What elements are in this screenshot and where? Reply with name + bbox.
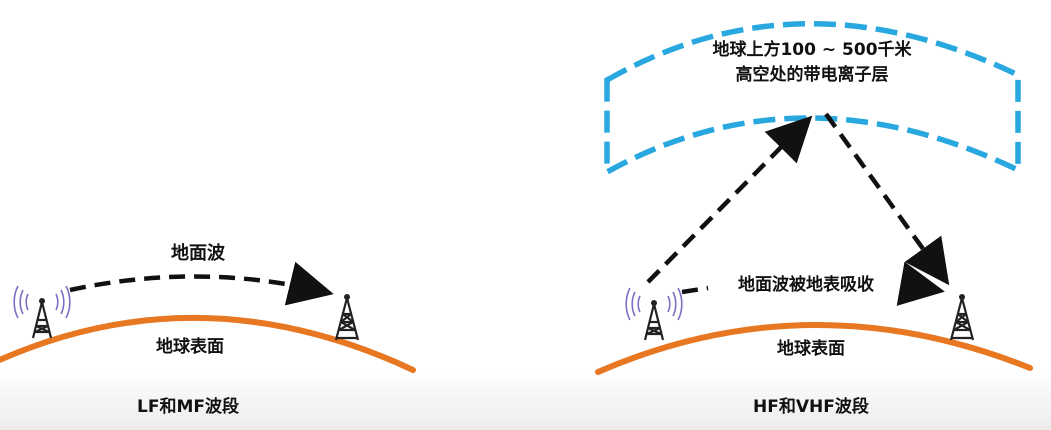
right-panel: 地球上方100 ~ 500千米 高空处的带电离子层 — [595, 21, 1033, 375]
right-transmitter-icon — [625, 287, 683, 341]
ground-wave-label: 地面波 — [171, 242, 226, 264]
right-receiver-icon — [949, 294, 975, 341]
ionosphere-label-line2: 高空处的带电离子层 — [736, 64, 889, 85]
absorbed-wave-label: 地面波被地表吸收 — [738, 274, 874, 295]
right-earth-surface — [595, 322, 1033, 375]
right-surface-label: 地球表面 — [777, 338, 845, 359]
left-transmitter-icon — [13, 285, 71, 339]
left-surface-label: 地球表面 — [156, 336, 224, 357]
ionosphere-band — [604, 21, 1021, 177]
ionosphere-label-line1: 地球上方100 ~ 500千米 — [712, 39, 912, 60]
sky-wave-down-arrow — [824, 112, 950, 286]
right-band-caption: HF和VHF波段 — [753, 397, 869, 417]
sky-wave-up-arrow — [646, 115, 813, 284]
left-earth-surface — [0, 315, 416, 373]
left-band-caption: LF和MF波段 — [137, 397, 239, 417]
ground-wave-arrow — [69, 261, 334, 306]
absorbed-ground-wave-arrow-end — [896, 261, 945, 306]
absorbed-ground-wave-arrow-start — [681, 285, 709, 295]
caption-band — [0, 368, 1051, 430]
left-receiver-icon — [334, 294, 360, 341]
left-panel: 地面波 地球表面 — [0, 242, 416, 373]
